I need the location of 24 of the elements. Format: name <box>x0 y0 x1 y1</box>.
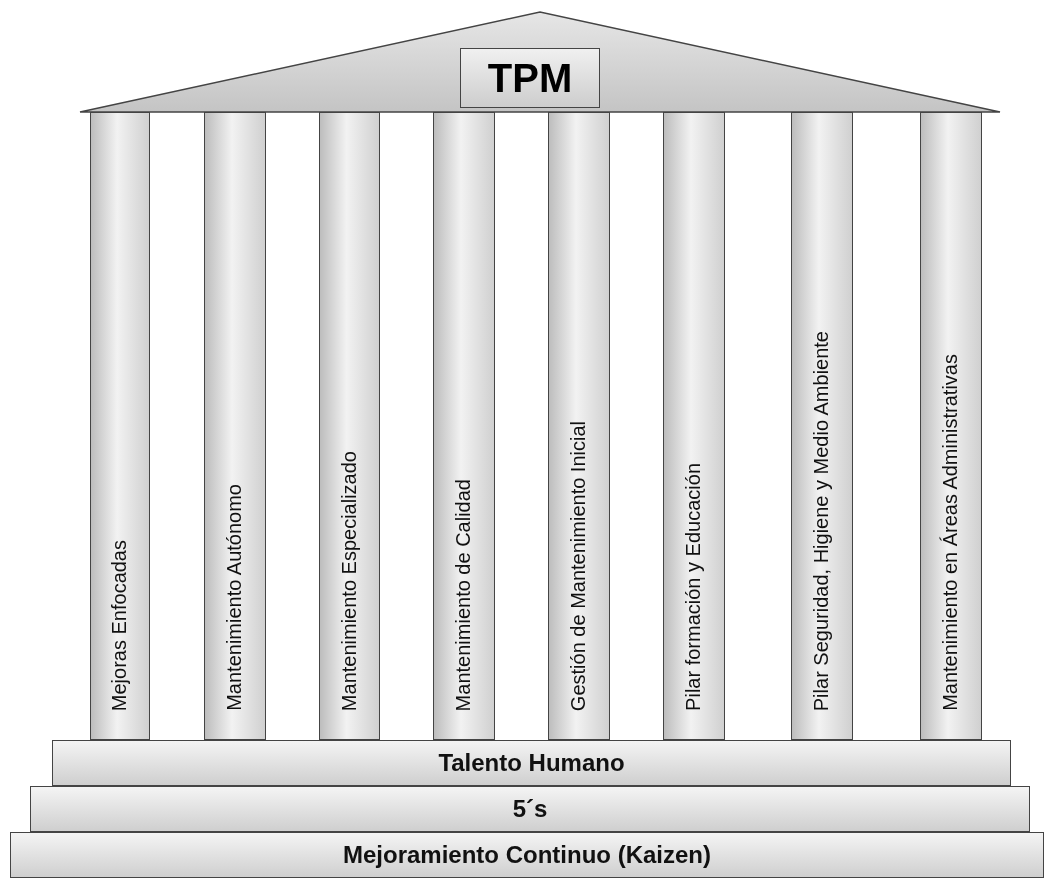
step-label: 5´s <box>512 795 548 823</box>
pillar-label: Gestión de Mantenimiento Inicial <box>567 421 590 712</box>
pillar-label: Mantenimiento Especializado <box>337 451 361 712</box>
foundation-step <box>30 786 1030 832</box>
foundation-step <box>52 740 1011 786</box>
pillar-column <box>791 112 853 740</box>
pillar-column <box>920 112 982 740</box>
foundation-step <box>10 832 1044 878</box>
pillar-label: Pilar Seguridad, Higiene y Medio Ambiente <box>810 331 833 712</box>
pillar-label: Mejoras Enfocadas <box>108 540 131 712</box>
pillar-column <box>433 112 495 740</box>
title-box <box>460 48 600 108</box>
pillar-label: Pilar formación y Educación <box>682 463 705 711</box>
pillar-column <box>319 112 380 740</box>
pillar-label: Mantenimiento de Calidad <box>452 479 475 712</box>
title-label: TPM <box>487 55 573 101</box>
pillar-label: Mantenimiento Autónomo <box>223 484 246 711</box>
pillar-column <box>548 112 610 740</box>
step-label: Talento Humano <box>438 749 625 777</box>
step-label: Mejoramiento Continuo (Kaizen) <box>343 841 711 869</box>
pillar-column <box>663 112 725 740</box>
pillar-label: Mantenimiento en Áreas Administrativas <box>939 354 962 711</box>
pillar-column <box>90 112 150 740</box>
pillar-column <box>204 112 266 740</box>
